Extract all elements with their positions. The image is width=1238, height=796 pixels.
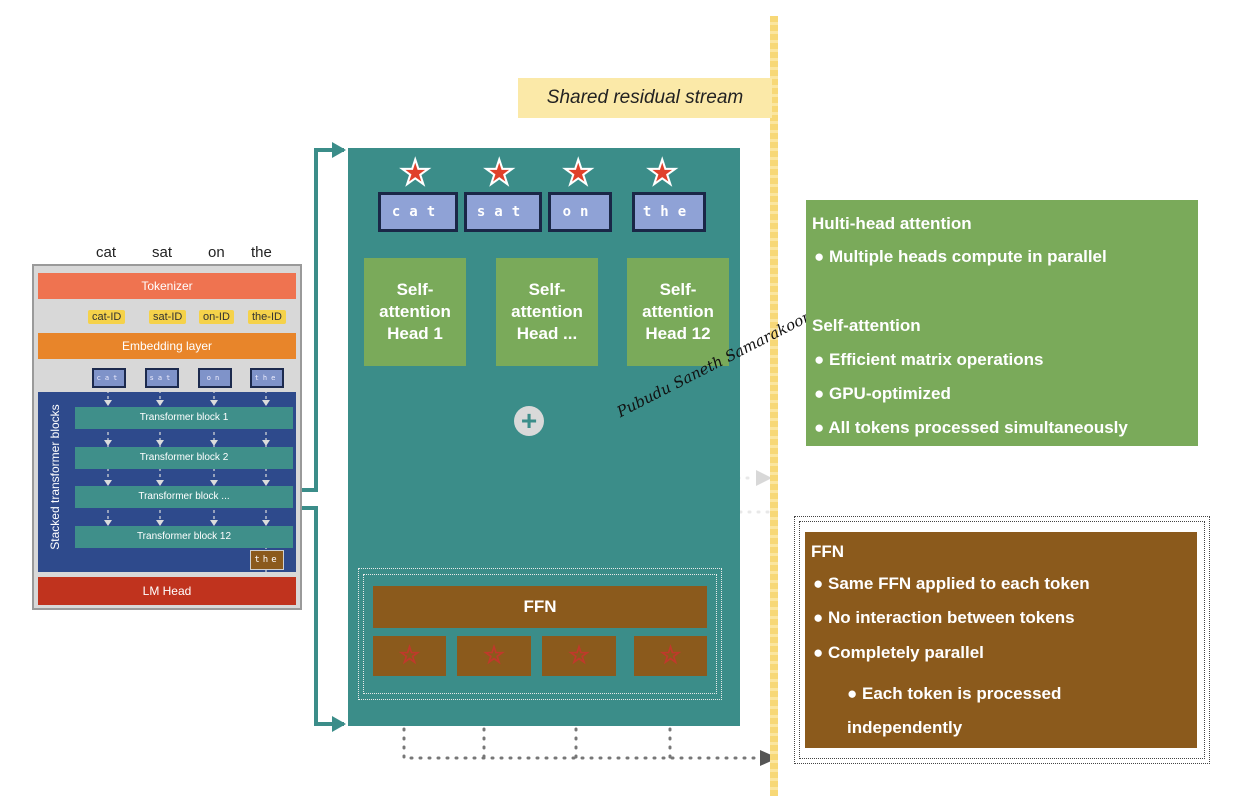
ffn-output-dotted-lines — [402, 700, 762, 760]
input-word: the — [251, 244, 272, 261]
embedding-token: sat — [145, 368, 179, 388]
input-word: cat — [96, 244, 117, 261]
ffn-token-tile: ☆ — [542, 636, 616, 676]
ffn-token-tile: ☆ — [634, 636, 707, 676]
transformer-block: Transformer block 12 — [75, 526, 293, 548]
embedding-layer-bar: Embedding layer — [38, 333, 296, 359]
bullet-item: ● GPU-optimized — [814, 384, 951, 403]
output-token: the — [250, 550, 284, 570]
star-icon: ★ — [646, 154, 679, 192]
attention-head: Self- attention Head ... — [496, 258, 598, 366]
input-word: on — [208, 244, 225, 261]
token-id-chip: on-ID — [199, 310, 234, 324]
bullet-item: ● No interaction between tokens — [813, 608, 1075, 627]
ffn-panel-frame-outer — [794, 516, 1210, 764]
star-icon: ★ — [483, 154, 516, 192]
token-id-chip: cat-ID — [88, 310, 126, 324]
ffn-frame-inner — [363, 574, 717, 694]
panel-title: Hulti-head attention — [812, 214, 972, 233]
combine-icon: + — [514, 406, 544, 436]
ffn-token-tile: ☆ — [457, 636, 531, 676]
star-icon: ★ — [562, 154, 595, 192]
transformer-block: Transformer block ... — [75, 486, 293, 508]
arrowhead-to-stream — [756, 470, 772, 486]
residual-stream-line — [770, 16, 778, 796]
ffn-frame-outer — [358, 568, 722, 700]
ffn-panel-frame-inner — [799, 521, 1205, 759]
bullet-item: ● Same FFN applied to each token — [813, 574, 1090, 593]
panel-title: FFN — [811, 542, 845, 561]
embedding-token: the — [250, 368, 284, 388]
arrowhead-top — [332, 142, 346, 158]
token-box: cat — [378, 192, 458, 232]
transformer-block: Transformer block 2 — [75, 447, 293, 469]
attention-info-panel: Hulti-head attention ● Multiple heads co… — [806, 200, 1198, 446]
combine-symbol: + — [520, 405, 538, 436]
token-box: sat — [464, 192, 542, 232]
transformer-block: Transformer block 1 — [75, 407, 293, 429]
ffn-info-panel: FFN ● Same FFN applied to each token ● N… — [805, 532, 1197, 748]
bullet-item: ● Efficient matrix operations — [814, 350, 1044, 369]
token-id-chip: the-ID — [248, 310, 286, 324]
star-icon: ★ — [399, 154, 432, 192]
bullet-item: ● All tokens processed simultaneously — [814, 418, 1128, 437]
token-box: the — [632, 192, 706, 232]
panel-subtitle: Self-attention — [812, 316, 921, 335]
arrowhead-output — [760, 750, 778, 766]
nested-bullet-item: ● Each token is processed independently — [847, 684, 1062, 737]
attention-head: Self- attention Head 1 — [364, 258, 466, 366]
lm-head-bar: LM Head — [38, 577, 296, 605]
attention-head: Self- attention Head 12 — [627, 258, 729, 366]
arrowhead-bottom — [332, 716, 346, 732]
star-icon: ☆ — [483, 642, 505, 670]
token-id-row: cat-ID sat-ID on-ID the-ID — [86, 310, 296, 328]
star-icon: ☆ — [568, 642, 590, 670]
star-icon: ☆ — [659, 642, 682, 670]
token-box: on — [548, 192, 612, 232]
transformer-block-detail — [348, 148, 740, 726]
token-id-chip: sat-ID — [149, 310, 187, 324]
embedding-token: cat — [92, 368, 126, 388]
ffn-bar: FFN — [373, 586, 707, 628]
tokenizer-bar: Tokenizer — [38, 273, 296, 299]
bullet-item: ● Completely parallel — [813, 643, 984, 662]
embedding-token: on — [198, 368, 232, 388]
ffn-token-tile: ☆ — [373, 636, 446, 676]
input-word: sat — [152, 244, 173, 261]
star-icon: ☆ — [398, 642, 421, 670]
bracket-connector — [296, 148, 344, 726]
residual-stream-label: Shared residual stream — [518, 78, 772, 118]
bullet-item: ● Multiple heads compute in parallel — [814, 247, 1107, 266]
